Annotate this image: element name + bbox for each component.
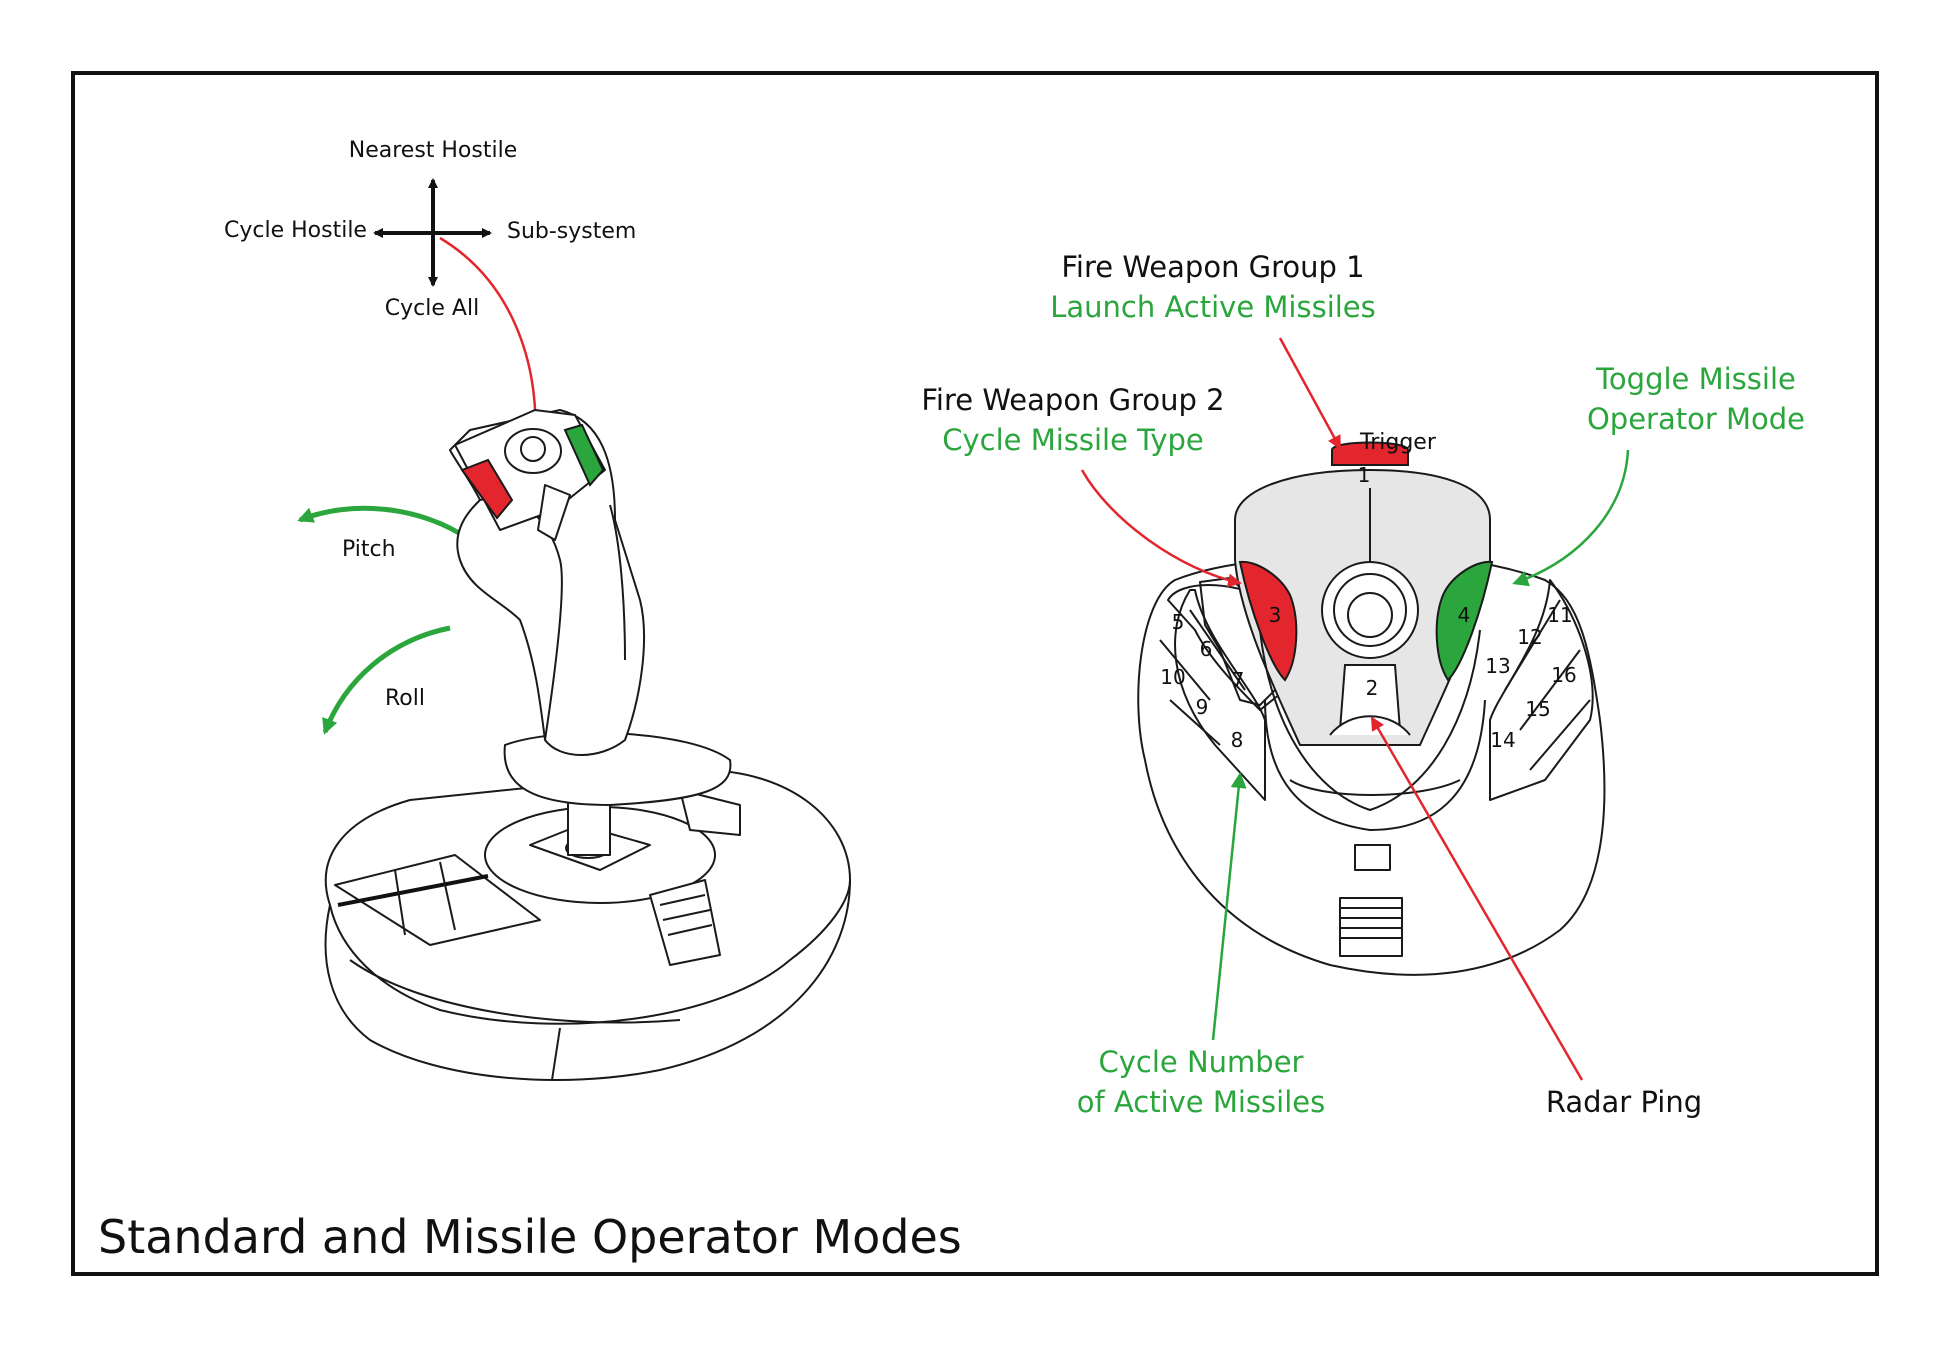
joystick-side-view: [324, 409, 851, 1081]
top-grip-details: [1259, 488, 1481, 812]
fire1-pointer: [1278, 337, 1342, 450]
pitch-label: Pitch: [342, 537, 396, 562]
button-number-4: 4: [1457, 603, 1471, 627]
grip-red-button: [460, 458, 514, 520]
pitch-arrow: [297, 505, 472, 543]
cycle-pointer: [1211, 772, 1247, 1041]
button-4-shape: [1435, 560, 1494, 682]
button-number-5: 5: [1171, 610, 1185, 634]
button-number-3: 3: [1268, 603, 1282, 627]
button-number-14: 14: [1490, 728, 1516, 752]
button-number-13: 13: [1485, 654, 1511, 678]
button-number-2: 2: [1365, 676, 1379, 700]
diagram-frame: [71, 71, 1879, 1276]
hat-pointer-arrow: [439, 236, 543, 447]
button-number-1: 1: [1357, 463, 1371, 487]
button-number-7: 7: [1231, 668, 1245, 692]
fire2-pointer: [1080, 469, 1242, 588]
button-number-6: 6: [1199, 637, 1213, 661]
radar-label: Radar Ping: [1545, 1085, 1703, 1119]
hat-direction-cross: [373, 178, 492, 287]
button-number-15: 15: [1525, 697, 1551, 721]
trigger-label: Trigger: [1360, 430, 1436, 455]
fire2-label: Fire Weapon Group 2: [921, 383, 1225, 417]
button-number-8: 8: [1230, 728, 1244, 752]
button-number-12: 12: [1517, 625, 1543, 649]
cycle-label-line2: of Active Missiles: [1076, 1085, 1326, 1119]
button-number-16: 16: [1551, 663, 1577, 687]
hat-up-label: Nearest Hostile: [348, 138, 518, 163]
page-title: Standard and Missile Operator Modes: [98, 1210, 962, 1264]
toggle-label-line2: Operator Mode: [1586, 402, 1806, 436]
roll-arrow: [322, 625, 451, 735]
radar-pointer: [1370, 716, 1584, 1081]
grip-green-button: [563, 423, 605, 487]
toggle-pointer: [1512, 449, 1630, 587]
hat-down-label: Cycle All: [384, 296, 480, 321]
hat-right-label: Sub-system: [507, 219, 637, 244]
button-number-10: 10: [1160, 665, 1186, 689]
fire1-alt-label: Launch Active Missiles: [1050, 290, 1376, 324]
button-number-11: 11: [1547, 603, 1573, 627]
toggle-label-line1: Toggle Missile: [1596, 362, 1796, 396]
joystick-top-view: [1137, 555, 1606, 976]
fire1-label: Fire Weapon Group 1: [1061, 250, 1365, 284]
button-number-9: 9: [1195, 695, 1209, 719]
roll-label: Roll: [385, 686, 425, 711]
button-3-shape: [1238, 560, 1298, 682]
cycle-label-line1: Cycle Number: [1098, 1045, 1304, 1079]
fire2-alt-label: Cycle Missile Type: [942, 423, 1204, 457]
hat-left-label: Cycle Hostile: [224, 218, 367, 243]
